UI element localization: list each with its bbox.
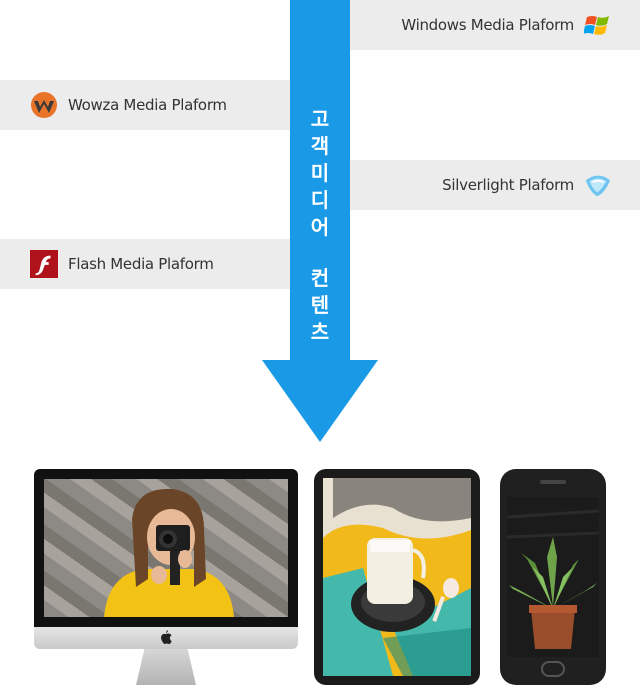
wowza-logo-icon [30,91,58,119]
arrow-char: 텐 [310,293,330,317]
desktop-bezel [34,469,298,627]
desktop-monitor [34,469,298,685]
arrow-char: 컨 [310,266,330,290]
flash-logo-icon [30,250,58,278]
arrow-char: 고 [310,107,330,131]
silverlight-platform-label: Silverlight Plaform [442,176,574,194]
desktop-stand [136,649,196,685]
phone-screen-photo [507,497,599,657]
phone-device [500,469,606,685]
arrow-char: 디 [310,188,330,212]
arrow-char: 츠 [310,320,330,344]
phone-home-button [541,661,565,677]
arrow-label: 고 객 미 디 어 컨 텐 츠 [290,106,350,346]
phone-speaker [540,480,566,484]
flash-media-platform-bar: Flash Media Plaform [0,239,290,289]
tablet-screen-photo [323,478,471,676]
wowza-media-platform-bar: Wowza Media Plaform [0,80,290,130]
silverlight-logo-icon [584,171,612,199]
windows-media-platform-label: Windows Media Plaform [401,16,574,34]
apple-logo-icon [160,629,172,647]
arrow-char: 미 [310,161,330,185]
desktop-chin [34,627,298,649]
content-flow-arrow-head [262,360,378,442]
silverlight-platform-bar: Silverlight Plaform [350,160,640,210]
windows-logo-icon [584,11,612,39]
flash-media-platform-label: Flash Media Plaform [68,255,214,273]
windows-media-platform-bar: Windows Media Plaform [350,0,640,50]
tablet-device [314,469,480,685]
desktop-screen-photo [44,479,288,617]
arrow-char: 객 [310,134,330,158]
wowza-media-platform-label: Wowza Media Plaform [68,96,227,114]
arrow-char: 어 [310,215,330,239]
content-flow-arrow-shaft [290,0,350,362]
